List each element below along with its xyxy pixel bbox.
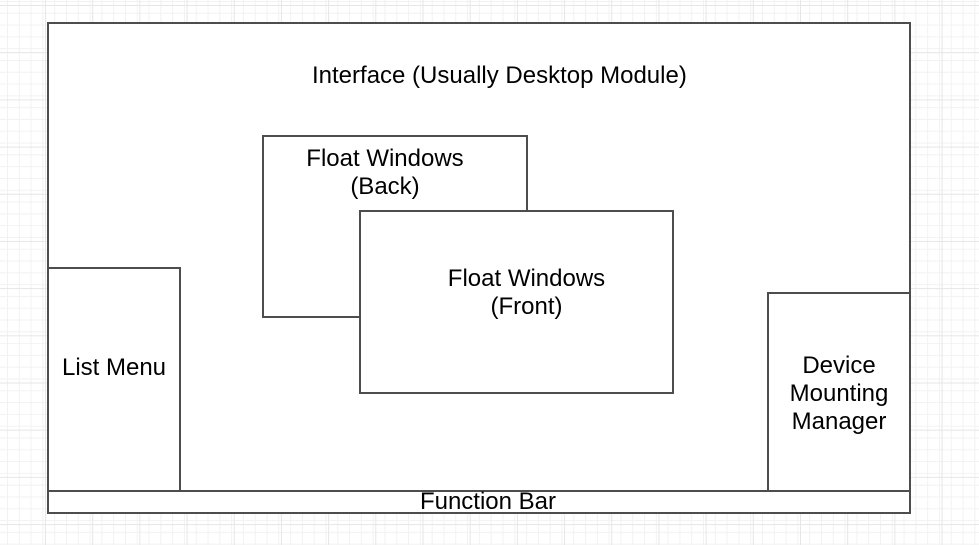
list-menu-label: List Menu <box>61 353 167 381</box>
float-window-front-box: Float Windows (Front) <box>359 210 674 394</box>
list-menu-box: List Menu <box>47 267 181 492</box>
device-mounting-manager-label: Device Mounting Manager <box>789 352 889 435</box>
function-bar: Function Bar <box>47 488 911 515</box>
interface-label: Interface (Usually Desktop Module) <box>312 62 687 89</box>
device-mounting-manager-box: Device Mounting Manager <box>767 292 911 492</box>
float-window-back-label: Float Windows (Back) <box>306 145 464 200</box>
function-bar-label: Function Bar <box>419 488 557 515</box>
float-window-front-label: Float Windows (Front) <box>447 265 606 320</box>
